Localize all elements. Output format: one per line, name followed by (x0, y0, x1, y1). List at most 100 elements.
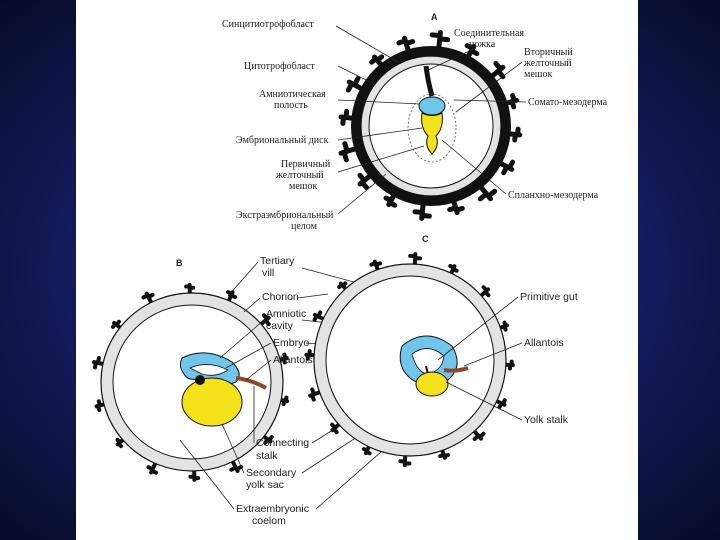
villus (337, 281, 348, 291)
villus (497, 159, 516, 176)
leader-primary-yolk (337, 145, 425, 173)
label-tertiary-2: vill (262, 267, 274, 279)
label-yolk-stalk: Yolk stalk (524, 414, 569, 426)
panel-b: B Tertiary vill Chorion Amniotic cavity … (91, 255, 439, 527)
yolk-sac-c (415, 371, 449, 397)
villus (258, 313, 271, 327)
label-allantois-c: Allantois (524, 337, 564, 349)
leader-allantois-b (245, 359, 272, 381)
villus (412, 201, 432, 221)
villus (396, 35, 416, 54)
leader-primitive-gut (437, 296, 519, 361)
leader-yolk-stalk (445, 381, 523, 421)
leader-conn-stalk-a (427, 47, 477, 71)
villus (308, 387, 322, 402)
leader-allantois-c (463, 342, 523, 367)
villus (494, 398, 507, 410)
label-extraembryonic-coelom-2: целом (291, 221, 318, 232)
label-connecting-stalk-ru-2: ножка (469, 39, 496, 50)
villus (369, 259, 383, 272)
label-amniotic-1: Амниотическая (259, 89, 326, 100)
connecting-stalk-b (235, 376, 267, 390)
label-embryo: Embryo (273, 337, 309, 349)
panel-b-villi (91, 283, 290, 482)
label-primary-yolk-1: Первичный (281, 159, 331, 170)
label-somatic-mesoderm: Сомато-мезодерма (528, 97, 608, 108)
leader-coelom-b (179, 439, 235, 510)
villus (438, 448, 450, 460)
leader-cyto (337, 65, 375, 85)
leader-extra-coelom (337, 173, 387, 215)
villus (115, 437, 126, 449)
villus (398, 453, 412, 468)
villus (229, 460, 244, 474)
label-embryonic-disc: Эмбриональный диск (236, 135, 329, 146)
label-primitive-gut: Primitive gut (520, 291, 578, 303)
villus (357, 172, 374, 191)
embryo-diagram: A Синцитиотрофобласт Цитотрофобласт Амни… (91, 12, 608, 527)
villus (111, 319, 123, 330)
label-splanchnic-mesoderm: Спланхно-мезодерма (508, 190, 599, 201)
label-extraembryonic-2: coelom (252, 515, 286, 527)
villus (447, 198, 465, 216)
amniotic-cavity-a (418, 96, 446, 116)
label-primary-yolk-2: желточный (275, 170, 324, 181)
label-amniotic-cavity-2: cavity (266, 320, 294, 332)
panel-c-villi (304, 252, 515, 468)
label-connecting-stalk-ru-1: Соединительная (454, 28, 524, 39)
label-primary-yolk-3: мешок (289, 181, 317, 192)
villus (345, 75, 365, 93)
villus (330, 422, 341, 435)
allantois-c (443, 366, 469, 373)
leader-sec-yolk-b (221, 423, 245, 474)
villus (304, 349, 317, 361)
label-syncytiotrophoblast: Синцитиотрофобласт (222, 19, 314, 30)
villus (91, 356, 106, 370)
villus (464, 43, 480, 60)
leader-somatic (453, 99, 527, 103)
leader-secondary-yolk (455, 61, 523, 113)
label-tertiary-1: Tertiary (260, 255, 295, 267)
label-extraembryonic-coelom-1: Экстраэмбриональный (236, 210, 334, 221)
label-secondary-yolk-1: Вторичный (524, 47, 573, 58)
label-secondary-yolk-1: Secondary (246, 467, 297, 479)
villus (312, 310, 326, 322)
villus (472, 429, 486, 441)
villus (361, 444, 372, 456)
villus (448, 263, 459, 276)
yolk-sac-a (421, 112, 443, 155)
label-allantois-b: Allantois (273, 354, 313, 366)
label-secondary-yolk-2: желточный (523, 58, 572, 69)
villus (429, 29, 451, 51)
villus (479, 285, 491, 298)
villus (477, 183, 498, 202)
label-amniotic-cavity-1: Amniotic (266, 308, 306, 320)
leader-embryo-b (225, 342, 272, 369)
panel-a-letter: A (431, 12, 438, 22)
villus (338, 108, 356, 126)
villus (261, 434, 274, 445)
leader-tertiary-b (227, 261, 259, 297)
yolk-knob-b (195, 375, 205, 385)
leader-chorion-b (243, 297, 261, 313)
leader-amniotic (337, 99, 421, 105)
villus (184, 283, 196, 295)
label-secondary-yolk-3: мешок (524, 69, 552, 80)
label-amniotic-2: полость (274, 100, 308, 111)
mesoderm-a (407, 93, 457, 163)
leader-splanchnic (441, 139, 507, 195)
embryo-b (189, 364, 229, 376)
leader-syncytio (335, 25, 399, 63)
villus (503, 359, 515, 371)
panel-c-letter: C (422, 234, 429, 244)
leader-amniotic-b (219, 319, 265, 359)
panel-c: C Primitive gut Allantois Yolk stalk (304, 234, 578, 468)
embryo-c (411, 348, 445, 375)
villus (408, 252, 423, 267)
panel-a-villi (338, 29, 523, 221)
panel-b-letter: B (176, 258, 183, 268)
villus (141, 291, 155, 304)
label-cytotrophoblast: Цитотрофобласт (244, 61, 315, 72)
label-connecting-stalk-1: Connecting (256, 437, 309, 449)
panel-a: A Синцитиотрофобласт Цитотрофобласт Амни… (222, 12, 608, 232)
